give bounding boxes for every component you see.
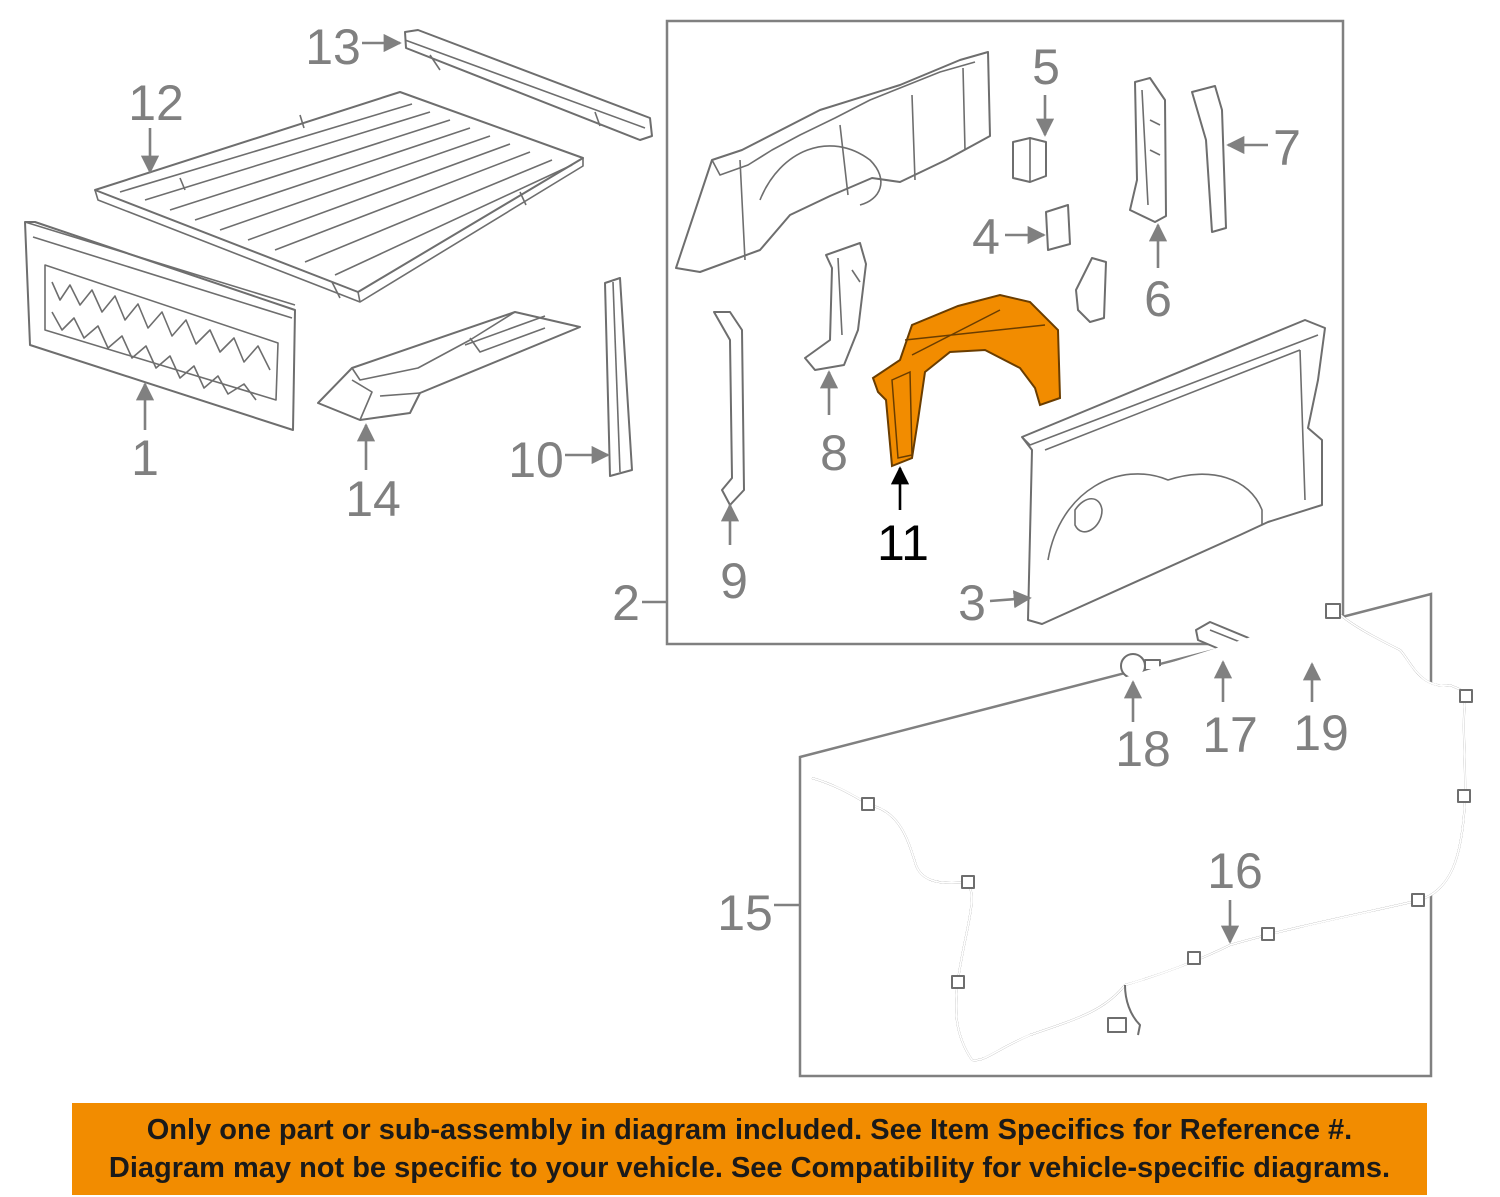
callout-10: 10	[508, 432, 564, 488]
callout-13: 13	[305, 19, 361, 75]
callout-12: 12	[128, 75, 184, 131]
callout-19: 19	[1293, 705, 1349, 761]
wheelhouse-part-11	[871, 293, 1062, 468]
disclaimer-line-1: Only one part or sub-assembly in diagram…	[146, 1114, 1353, 1146]
callout-7: 7	[1273, 120, 1301, 176]
disclaimer-line-2: Diagram may not be specific to your vehi…	[108, 1152, 1391, 1184]
callout-9: 9	[720, 553, 748, 609]
rail-part-13	[404, 29, 653, 141]
plate-part-4	[1045, 204, 1071, 251]
outer-side-panel-part-3	[1021, 319, 1326, 625]
callout-4: 4	[972, 209, 1000, 265]
bracket-part-5	[1012, 137, 1047, 183]
disclaimer-banner: Only one part or sub-assembly in diagram…	[72, 1103, 1427, 1195]
crossmember-part-14	[317, 311, 581, 421]
callout-15: 15	[717, 885, 773, 941]
callout-5: 5	[1032, 39, 1060, 95]
pillar-part-6	[1129, 77, 1167, 223]
front-panel-part-1	[24, 221, 296, 431]
pillar-part-7	[1191, 85, 1227, 233]
callout-17: 17	[1202, 707, 1258, 763]
small-bracket	[1075, 257, 1107, 323]
callout-2: 2	[612, 575, 640, 631]
group-box-2	[665, 19, 1345, 646]
bracket-part-8	[804, 242, 867, 371]
callout-11: 11	[877, 515, 929, 571]
wiring-harness-part-15	[811, 603, 1473, 1062]
inner-panel	[675, 51, 991, 273]
bed-floor-part-12	[94, 91, 584, 303]
pillar-part-9	[713, 311, 745, 506]
callout-8: 8	[820, 425, 848, 481]
callout-3: 3	[958, 575, 986, 631]
pillar-part-10	[604, 277, 633, 477]
callout-18: 18	[1115, 721, 1171, 777]
leader-3	[989, 590, 1032, 609]
callout-14: 14	[345, 471, 401, 527]
bolt-part-18	[1120, 653, 1161, 679]
callout-1: 1	[131, 430, 159, 486]
callout-6: 6	[1144, 271, 1172, 327]
callout-16: 16	[1207, 843, 1263, 899]
